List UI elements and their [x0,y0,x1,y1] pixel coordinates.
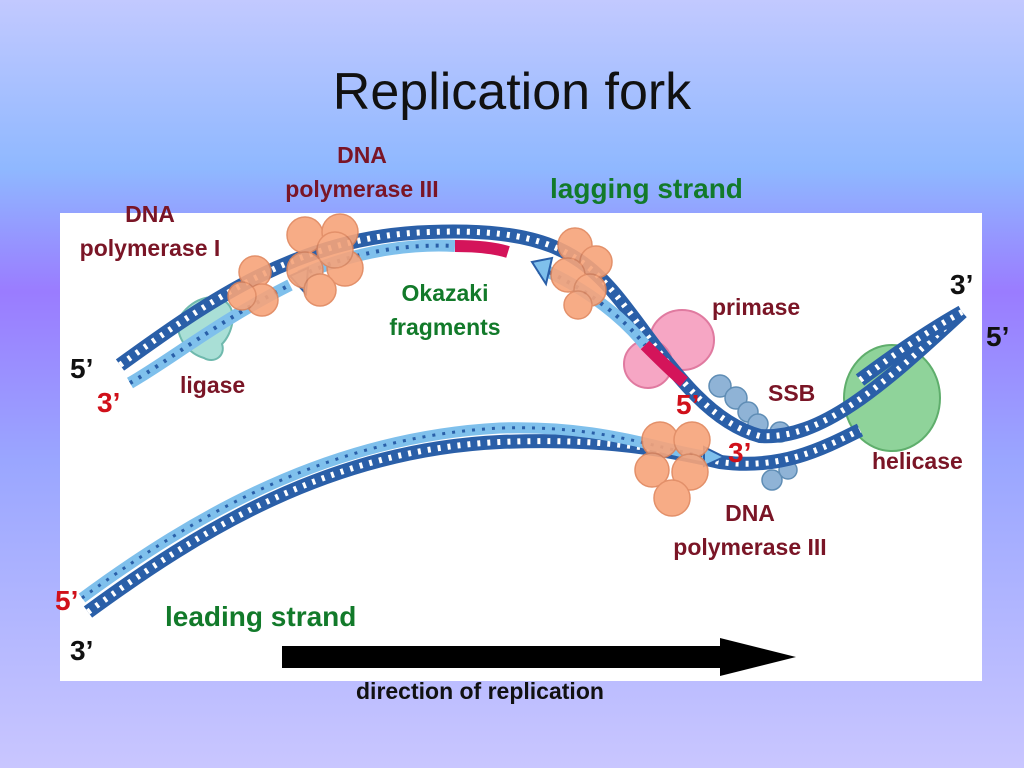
label-dna-polymerase-3-top: DNA polymerase III [285,142,439,202]
end-leading-3: 3’ [728,437,752,468]
lagging-arrowhead-2 [530,256,554,287]
dna-polymerase-3-top-shape [286,213,364,307]
rna-primer-1 [454,240,510,258]
label-helicase: helicase [872,448,963,474]
label-ligase: ligase [180,372,246,398]
label-direction-of-replication: direction of replication [356,678,604,704]
slide-title: Replication fork [332,63,692,121]
end-leading-left-5: 5’ [55,585,79,616]
dna-polymerase-3-lagging-shape [550,227,613,320]
label-dna-polymerase-1: DNA polymerase I [79,201,221,261]
end-lagging-left-5: 5’ [70,353,94,384]
leading-arrowhead [703,445,727,468]
label-okazaki-fragments: Okazaki fragments [389,280,501,340]
direction-arrow-head [720,638,796,676]
end-fork-right-5: 5’ [986,321,1010,352]
label-ssb: SSB [768,380,816,406]
lagging-template-strand [115,224,967,444]
label-lagging-strand: lagging strand [550,173,743,204]
end-fork-right-3: 3’ [950,269,974,300]
label-leading-strand: leading strand [165,601,357,632]
label-dna-polymerase-3-bottom: DNA polymerase III [673,500,827,560]
direction-arrow-shaft [282,646,722,668]
dna-polymerase-1-shape [227,255,279,317]
rna-primer-2 [640,340,688,387]
end-leading-left-3: 3’ [70,635,94,666]
end-lagging-left-3: 3’ [97,387,121,418]
end-primer-5: 5’ [676,389,700,420]
label-primase: primase [712,294,801,320]
dna-polymerase-3-bottom-shape [634,421,711,517]
